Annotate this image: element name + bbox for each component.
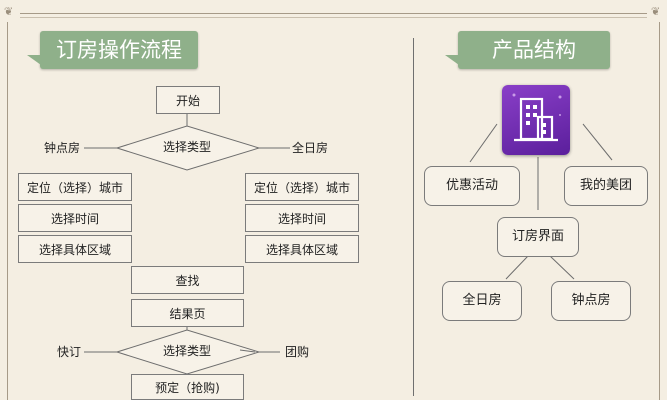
start-node: 开始 [156, 86, 220, 114]
option-label-group: 团购 [285, 345, 310, 359]
frame-right-line [659, 22, 660, 400]
decision-label-2: 选择类型 [162, 344, 211, 358]
flow-title-banner: 订房操作流程 [27, 31, 198, 69]
node-full-day: 全日房 [442, 281, 522, 321]
node-promotions: 优惠活动 [424, 166, 520, 206]
left-step-time: 选择时间 [18, 204, 132, 232]
result-node: 结果页 [131, 299, 244, 327]
right-step-area: 选择具体区域 [245, 235, 359, 263]
frame-top-line [20, 13, 647, 14]
structure-title-banner: 产品结构 [445, 31, 610, 69]
corner-ornament-top-right: ❦ [651, 5, 661, 18]
option-label-quick: 快订 [57, 345, 82, 359]
option-label-hourly: 钟点房 [44, 141, 81, 155]
right-step-city: 定位（选择）城市 [245, 173, 359, 201]
option-label-fullday: 全日房 [292, 141, 329, 155]
left-step-area: 选择具体区域 [18, 235, 132, 263]
node-my-meituan: 我的美团 [564, 166, 648, 206]
frame-left-line [7, 22, 8, 400]
decision-diamond-1 [115, 125, 261, 171]
left-step-city: 定位（选择）城市 [18, 173, 132, 201]
right-step-time: 选择时间 [245, 204, 359, 232]
frame-top-line-inner [20, 17, 647, 18]
panel-divider [413, 38, 414, 396]
corner-ornament-top-left: ❦ [4, 5, 14, 18]
node-hourly: 钟点房 [551, 281, 631, 321]
decision-diamond-2 [115, 329, 261, 375]
search-node: 查找 [131, 266, 244, 294]
decision-label-1: 选择类型 [162, 140, 211, 154]
node-booking-screen: 订房界面 [497, 217, 579, 257]
book-node: 预定（抢购) [131, 374, 244, 400]
building-icon [502, 85, 570, 155]
